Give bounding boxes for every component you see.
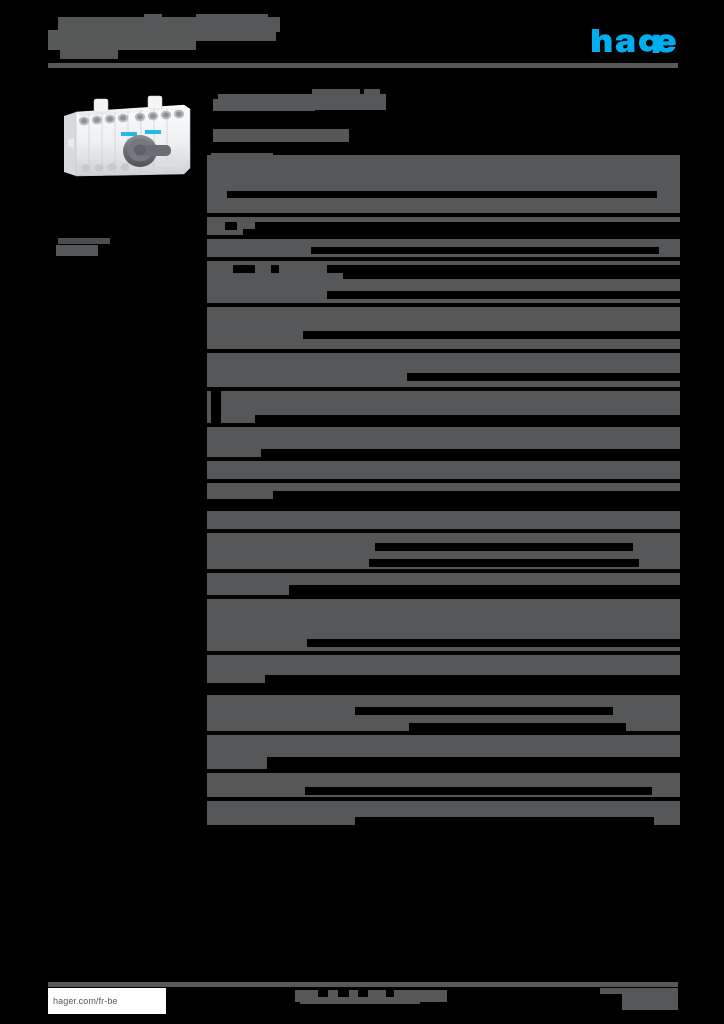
table-cell-text-gap bbox=[355, 707, 613, 715]
header-rule bbox=[48, 63, 678, 68]
table-row bbox=[207, 391, 680, 423]
table-cell-text-gap bbox=[227, 191, 657, 198]
table-cell-text-gap bbox=[233, 265, 255, 273]
table-row bbox=[207, 773, 680, 797]
table-cell-text-gap bbox=[261, 449, 680, 457]
table-cell-text-gap bbox=[289, 585, 680, 595]
table-row bbox=[207, 655, 680, 683]
header-caption-redaction bbox=[60, 44, 118, 59]
table-row bbox=[207, 533, 680, 569]
image-caption-redaction-c bbox=[56, 245, 98, 256]
table-row bbox=[207, 239, 680, 257]
table-row bbox=[207, 353, 680, 387]
table-cell-text-gap bbox=[311, 247, 659, 254]
table-cell-text-gap bbox=[255, 222, 680, 230]
page-header bbox=[0, 0, 724, 78]
table-cell-text-gap bbox=[243, 229, 680, 235]
table-cell-text-gap bbox=[407, 373, 680, 381]
table-cell-text-gap bbox=[375, 543, 633, 551]
table-cell-text-gap bbox=[265, 675, 680, 683]
table-row bbox=[207, 735, 680, 769]
table-cell-text-gap bbox=[303, 331, 680, 339]
footer-center-gap-1 bbox=[318, 990, 328, 997]
header-notch-a bbox=[144, 14, 162, 22]
footer-right-redaction-top bbox=[600, 988, 622, 994]
footer-center-gap-2 bbox=[338, 990, 349, 997]
main-heading-notch-a bbox=[312, 89, 360, 97]
main-heading-notch-b bbox=[364, 89, 380, 97]
footer-page-number-redaction bbox=[622, 988, 678, 1010]
table-cell-text-gap bbox=[355, 817, 654, 825]
footer-center-gap-3 bbox=[358, 990, 368, 997]
table-cell-text-gap bbox=[327, 291, 680, 299]
header-notch-b bbox=[196, 14, 250, 22]
table-row bbox=[207, 261, 680, 303]
specification-table bbox=[207, 155, 680, 825]
table-cell-text-gap bbox=[369, 559, 639, 567]
table-row bbox=[207, 461, 680, 479]
table-row bbox=[207, 483, 680, 499]
product-image bbox=[58, 88, 200, 188]
table-row bbox=[207, 427, 680, 457]
table-cell-text-gap bbox=[327, 265, 680, 273]
table-cell-text-gap bbox=[343, 273, 680, 279]
table-cell-text-gap bbox=[225, 222, 237, 230]
table-row bbox=[207, 217, 680, 235]
footer-center-gap-4 bbox=[386, 990, 394, 997]
main-subheading-redaction bbox=[213, 129, 349, 142]
image-caption-redaction-a bbox=[58, 238, 98, 244]
table-row bbox=[207, 801, 680, 825]
table-cell-text-gap bbox=[255, 415, 680, 423]
main-heading-redaction-2 bbox=[213, 99, 315, 111]
table-row bbox=[207, 573, 680, 595]
footer-website-link[interactable]: hager.com/fr-be bbox=[48, 988, 166, 1014]
hager-logo bbox=[590, 27, 676, 53]
table-row bbox=[207, 511, 680, 529]
table-cell-text-gap bbox=[409, 723, 626, 731]
table-row bbox=[207, 155, 680, 213]
table-cell-text-gap bbox=[305, 787, 652, 795]
footer-center-redaction-2 bbox=[300, 996, 420, 1004]
table-cell-text-gap bbox=[273, 491, 680, 499]
table-row bbox=[207, 307, 680, 349]
table-row bbox=[207, 599, 680, 651]
table-cell-text-gap bbox=[271, 265, 279, 273]
table-cell-text-gap bbox=[211, 391, 221, 423]
header-notch-c bbox=[246, 14, 268, 22]
table-cell-text-gap bbox=[307, 639, 680, 647]
table-row bbox=[207, 695, 680, 731]
image-caption-redaction-b bbox=[98, 238, 110, 244]
table-cell-text-gap bbox=[267, 757, 680, 769]
footer-rule bbox=[48, 982, 678, 987]
